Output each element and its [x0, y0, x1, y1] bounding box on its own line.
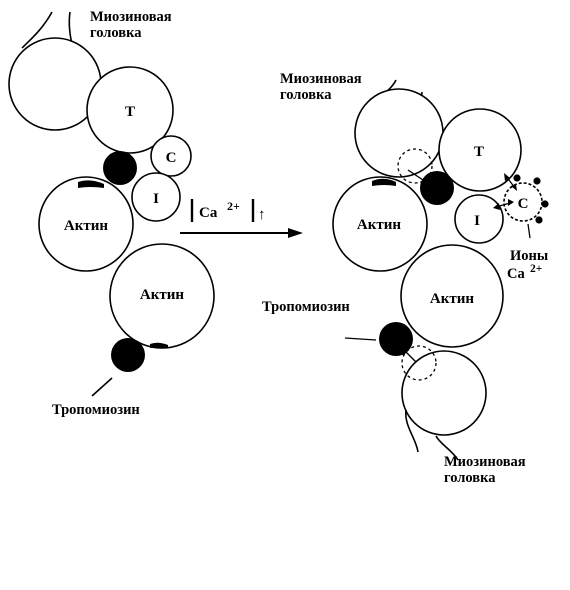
right-myosin-head-top-label-2: головка — [280, 87, 332, 103]
right-actin-top — [332, 176, 428, 272]
right-troponin-i-label: I — [474, 213, 480, 229]
left-actin-bottom-label: Актин — [140, 287, 184, 303]
left-troponin-c — [150, 135, 192, 177]
right-c-i-arrow-head-a — [493, 203, 500, 210]
left-troponin-t-label: T — [125, 104, 135, 120]
left-actin-mark-bottom — [150, 342, 168, 348]
right-actin-bottom — [400, 244, 504, 348]
left-myosin-neck — [21, 11, 53, 49]
right-tropomyosin-pointer — [344, 337, 377, 341]
right-troponin-c-label: C — [518, 196, 529, 212]
left-troponin-i — [131, 172, 181, 222]
right-myosin-head-bottom — [401, 350, 487, 436]
right-myosin-bottom-neck-right — [435, 435, 459, 461]
right-ca-ion-4 — [535, 216, 543, 224]
right-ca-ions-symbol: Ca — [507, 266, 525, 282]
left-myosin-head-label-2: головка — [90, 25, 142, 41]
right-tropomyosin-bottom — [379, 322, 413, 356]
left-actin-mark-top — [78, 180, 104, 188]
right-myosin-bottom-neck-left — [405, 409, 419, 453]
right-c-t-arrow-head-a — [504, 173, 510, 181]
right-ca-ion-3 — [541, 200, 549, 208]
right-troponin-t-label: T — [474, 144, 484, 160]
right-c-i-arrow-head-b — [508, 199, 514, 206]
right-tropomyosin-old-top — [397, 148, 433, 184]
left-myosin-head-label-1: Миозиновая — [90, 9, 172, 25]
right-troponin-i — [454, 194, 504, 244]
right-shift-arrow-bottom-head — [400, 346, 409, 356]
left-actin-top-label: Актин — [64, 218, 108, 234]
right-troponin-t — [438, 108, 522, 192]
right-tropomyosin-top — [420, 171, 454, 205]
right-myosin-head-bottom-label-2: головка — [444, 470, 496, 486]
ca-up-arrow: ↑ — [258, 207, 266, 223]
left-tropomyosin-label: Тропомиозин — [52, 402, 140, 418]
right-ca-ion-1 — [513, 174, 521, 182]
right-actin-mark-top — [372, 178, 396, 186]
left-state: Миозиновая головка T C I Актин Актин Тро… — [8, 9, 215, 418]
right-tropomyosin-label: Тропомиозин — [262, 299, 350, 315]
right-tropomyosin-old-bottom — [401, 345, 437, 381]
left-tropomyosin-pointer — [91, 377, 113, 397]
transition-arrow-head — [288, 228, 303, 238]
right-shift-arrow-top-head — [420, 177, 430, 185]
left-actin-top — [38, 176, 134, 272]
right-myosin-head-top — [354, 88, 444, 178]
left-troponin-t — [86, 66, 174, 154]
right-ca-ions-label: Ионы — [510, 248, 548, 264]
right-actin-top-label: Актин — [357, 217, 401, 233]
left-tropomyosin-top — [103, 151, 137, 185]
right-myosin-head-bottom-label-1: Миозиновая — [444, 454, 526, 470]
ca-charge: 2+ — [227, 199, 240, 213]
right-ca-ions-charge: 2+ — [530, 263, 542, 275]
right-c-t-arrow-head-b — [511, 184, 517, 191]
right-myosin-head-top-label-1: Миозиновая — [280, 71, 362, 87]
right-actin-bottom-label: Актин — [430, 291, 474, 307]
right-c-ion-arrow — [527, 223, 531, 239]
left-actin-bottom — [109, 243, 215, 349]
left-tropomyosin-bottom — [111, 338, 145, 372]
transition: Ca 2+ ↑ — [180, 199, 303, 238]
right-ca-ion-2 — [533, 177, 541, 185]
left-troponin-i-label: I — [153, 191, 159, 207]
right-troponin-c — [503, 182, 543, 222]
ca-label: Ca — [199, 205, 218, 221]
right-state: Миозиновая головка T C I Актин Актин Тро… — [262, 71, 549, 486]
left-troponin-c-label: C — [166, 150, 177, 166]
